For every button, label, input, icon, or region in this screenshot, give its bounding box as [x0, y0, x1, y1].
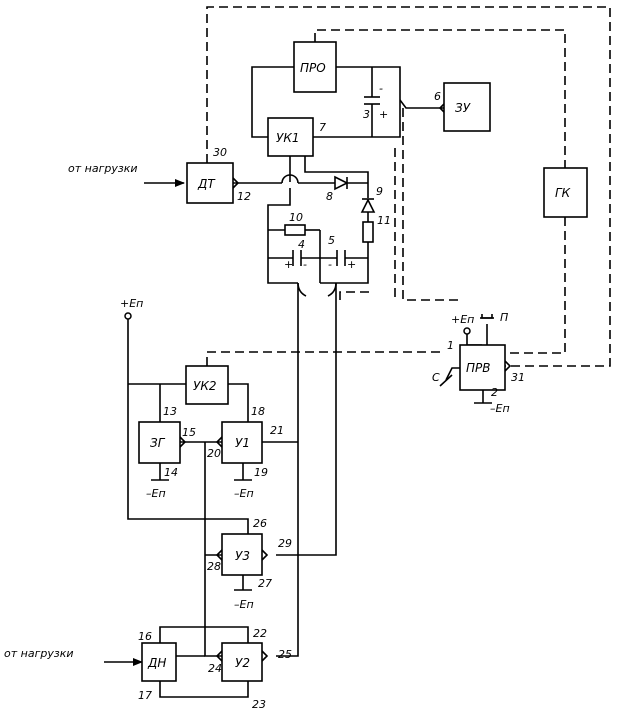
ref-20: 20: [207, 447, 221, 460]
label-minus-ep-u1: –Еп: [234, 487, 254, 500]
wire-prv-top: [467, 334, 482, 345]
ref-6: 6: [434, 90, 441, 103]
block-dn-label: ДН: [147, 656, 166, 670]
block-uk2-label: УК2: [193, 379, 216, 393]
ref-27: 27: [258, 577, 272, 590]
block-gk-label: ГК: [555, 186, 571, 200]
ref-11: 11: [377, 214, 391, 227]
ref-16: 16: [138, 630, 152, 643]
wire-node20: [205, 442, 222, 656]
ref-1: 1: [447, 339, 454, 352]
label-minus-ep-prv: –Еп: [490, 402, 510, 415]
ref-15: 15: [182, 426, 196, 439]
ref-14: 14: [164, 466, 178, 479]
ref-24: 24: [208, 662, 222, 675]
wire-uk2-u1: [228, 384, 248, 422]
label-cap5-minus: -: [328, 258, 332, 271]
label-switch-p: П: [500, 311, 508, 324]
label-from-load-top: от нагрузки: [68, 162, 137, 175]
ref-13: 13: [163, 405, 177, 418]
block-u1-label: У1: [235, 436, 250, 450]
block-u3-label: У3: [235, 549, 250, 563]
components: [125, 97, 494, 590]
ref-4: 4: [298, 238, 305, 251]
ref-5: 5: [328, 234, 335, 247]
dashed-link-uk2-prv: [207, 352, 440, 366]
ref-10: 10: [289, 211, 303, 224]
resistor-11: [363, 222, 373, 242]
ref-28: 28: [207, 560, 221, 573]
switch-p-head: [482, 314, 492, 318]
wire-bus-a: [276, 283, 298, 656]
label-cap3-plus: +: [379, 108, 388, 121]
wire-dn-bottom: [160, 681, 248, 697]
ref-21: 21: [270, 424, 284, 437]
ref-30: 30: [213, 146, 227, 159]
label-from-load-bottom: от нагрузки: [4, 647, 73, 660]
ref-19: 19: [254, 466, 268, 479]
dashed-link-gk-prv: [510, 217, 565, 353]
wire-bus-b-curve: [328, 283, 336, 296]
block-zu-label: ЗУ: [455, 101, 471, 115]
terminal-ep-left: [125, 313, 131, 319]
terminal-ep-prv: [464, 328, 470, 334]
ref-31: 31: [511, 371, 525, 384]
ref-26: 26: [253, 517, 267, 530]
ref-12: 12: [237, 190, 251, 203]
block-dt-label: ДТ: [197, 177, 216, 191]
label-minus-ep-u3: –Еп: [234, 598, 254, 611]
ref-9: 9: [376, 185, 383, 198]
ref-8: 8: [326, 190, 333, 203]
ref-2: 2: [491, 386, 498, 399]
ref-29: 29: [278, 537, 292, 550]
switch-c: [440, 375, 452, 386]
wire-dn-top: [160, 627, 248, 643]
diode-8: [335, 177, 347, 189]
ref-22: 22: [253, 627, 267, 640]
label-plus-ep-prv: +Еп: [451, 313, 474, 326]
label-switch-c: С: [432, 371, 440, 384]
dashed-link-bank: [340, 292, 370, 300]
resistor-10: [285, 225, 305, 235]
block-zg-label: ЗГ: [150, 436, 166, 450]
block-uk1-label: УК1: [276, 131, 299, 145]
label-cap3-minus: -: [379, 82, 383, 95]
wire-bus-b: [276, 283, 336, 555]
ref-25: 25: [278, 648, 292, 661]
ref-17: 17: [138, 689, 152, 702]
label-cap5-plus: +: [347, 258, 356, 271]
diode-9: [362, 200, 374, 212]
label-plus-ep-left: +Еп: [120, 297, 143, 310]
ref-7: 7: [319, 121, 326, 134]
ref-23: 23: [252, 698, 266, 711]
label-cap4-plus: +: [284, 258, 293, 271]
label-minus-ep-zg: –Еп: [146, 487, 166, 500]
ref-3: 3: [363, 108, 370, 121]
wire-bus-a-curve: [298, 283, 306, 296]
block-u2-label: У2: [235, 656, 250, 670]
block-prv-label: ПРВ: [466, 361, 491, 375]
label-cap4-minus: -: [303, 258, 307, 271]
dashed-link-zu-prv: [403, 108, 460, 300]
block-pro-label: ПРО: [300, 61, 326, 75]
ref-18: 18: [251, 405, 265, 418]
